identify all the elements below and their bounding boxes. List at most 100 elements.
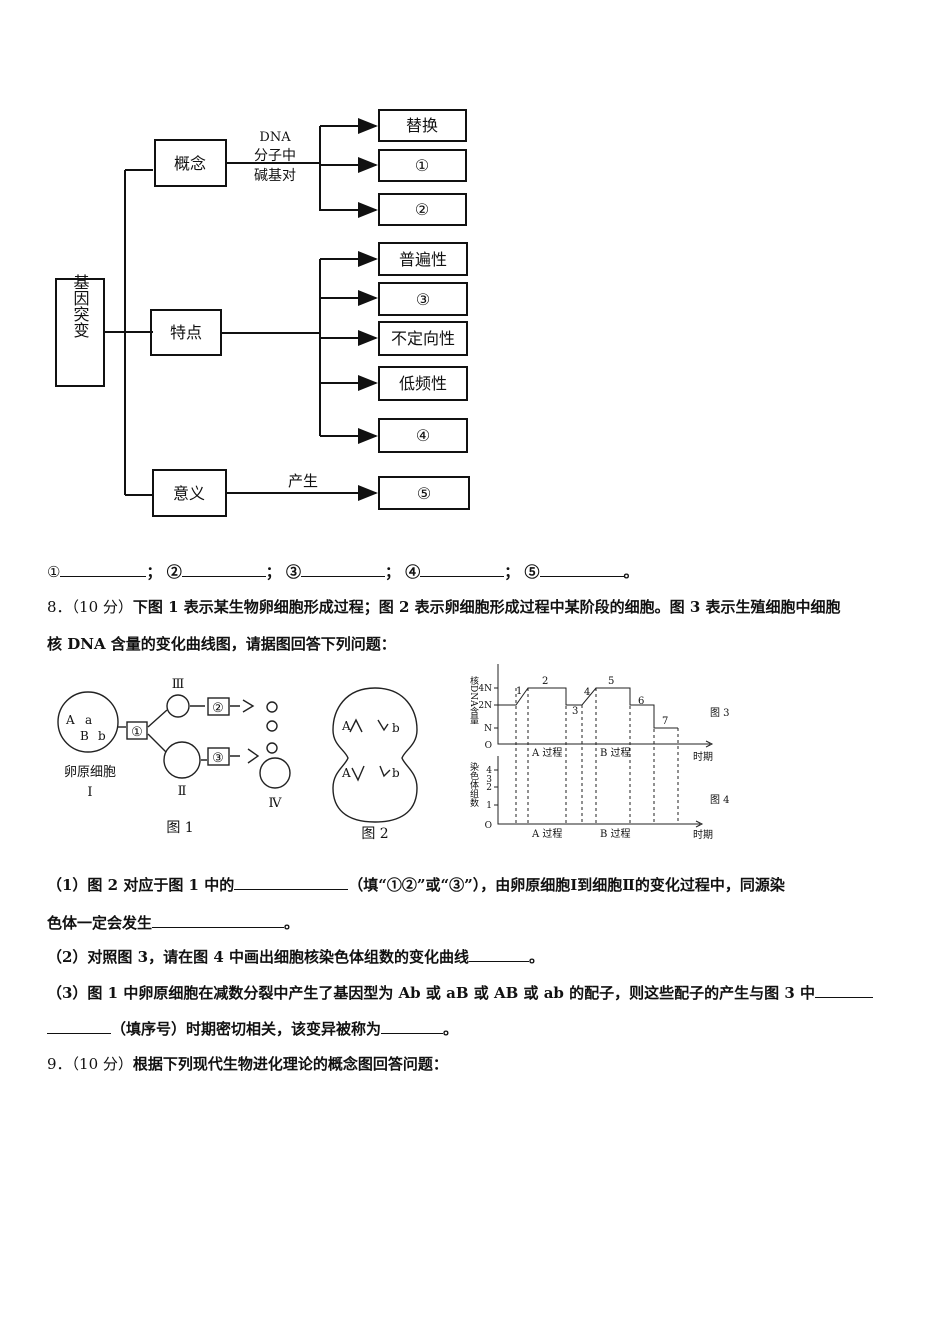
q8-text-2: 核 DNA 含量的变化曲线图，请据图回答下列问题： [47,635,396,653]
fig1-cell-label: 卵原细胞 [64,765,116,780]
feature-label: 特点 [170,323,202,342]
answer-sep-3: ； [384,563,400,581]
answer-blank-4[interactable] [420,562,505,577]
q8-sub2-end: 。 [528,948,544,966]
fig3-ytick-O: O [485,741,492,751]
fig3-seg-4: 4 [584,687,590,698]
fig3-ytick-2N: 2N [478,701,492,711]
q9-line: 9．（10 分）根据下列现代生物进化理论的概念图回答问题： [47,1053,448,1074]
gene-mutation-concept-map: 基因突变 概念 DNA 分子中 碱基对 替换 ① ② 特点 普遍性 ③ 不定向性… [55,109,470,517]
q8-sub3-blank-1a[interactable] [815,983,874,998]
q8-line-2: 核 DNA 含量的变化曲线图，请据图回答下列问题： [47,633,396,654]
q8-sub3-end: 。 [443,1020,459,1038]
q8-sub1-blank-1[interactable] [234,875,349,890]
q8-sub2-a: （2）对照图 3，请在图 4 中画出细胞核染色体组数的变化曲线 [47,948,469,966]
fig2-gene-4: b [392,766,400,780]
answer-label-3: ③ [285,563,301,581]
fig1-step-3: ③ [212,751,224,766]
q8-sub3-b: （填序号）时期密切相关，该变异被称为 [111,1020,382,1038]
fig1-caption: 图 1 [166,820,193,836]
fig3-xlabel: 时期 [693,751,713,763]
q8-sub1-end: 。 [284,914,300,932]
fig3-seg-1: 1 [516,686,522,697]
meaning-item: ⑤ [417,484,431,503]
feature-item-1: 普遍性 [399,250,447,269]
q8-sub3-blank-1b[interactable] [47,1019,111,1034]
q8-sub1-line1: （1）图 2 对应于图 1 中的 （填“①②”或“③”），由卵原细胞Ⅰ到细胞Ⅱ的变… [47,874,785,895]
q8-sub2-line: （2）对照图 3，请在图 4 中画出细胞核染色体组数的变化曲线 。 [47,946,544,967]
fig3-dna-curve [498,687,678,729]
answer-label-2: ② [166,563,182,581]
fig2-gene-3: A [341,766,351,780]
fig1-gene-A: A [65,713,75,727]
answer-sep-5: 。 [623,563,639,581]
meaning-arrow-label: 产生 [288,472,318,490]
feature-item-2: ③ [416,290,430,309]
q8-sub3-line2: （填序号）时期密切相关，该变异被称为 。 [47,1018,458,1039]
fig1-gene-B: B [80,729,89,743]
q8-sub1-blank-2[interactable] [152,913,285,928]
answer-blank-1[interactable] [60,562,147,577]
concept-item-1: 替换 [406,116,438,135]
q9-number: 9． [47,1055,72,1073]
q8-sub3-blank-2[interactable] [381,1019,444,1034]
fig1-gene-a: a [85,713,92,727]
answer-sep-2: ； [265,563,281,581]
fig1-gene-b: b [98,729,106,743]
fig3-process-A: A 过程 [531,746,562,759]
q8-sub1-a: （1）图 2 对应于图 1 中的 [47,876,235,894]
fig3-process-B: B 过程 [600,746,631,759]
dna-note-2: 分子中 [254,148,296,164]
fig4-ylabel: 染色体组数 [468,761,479,808]
fig4-ytick-1: 1 [486,801,492,811]
figure-1: A a B b ① ② ③ Ⅲ Ⅱ Ⅳ 卵原细胞 Ⅰ 图 1 [57,677,291,836]
fig2-caption: 图 2 [361,826,388,842]
fig4-ytick-3: 3 [486,775,492,785]
fig1-roman-IV: Ⅳ [269,796,283,811]
fig3-seg-6: 6 [638,696,644,707]
answer-label-1: ① [47,563,61,581]
fig1-roman-II: Ⅱ [178,784,187,799]
fig3-caption: 图 3 [710,707,730,719]
fig3-seg-3: 3 [572,706,578,717]
dna-note-3: 碱基对 [254,167,296,184]
figures-3-4: 核DNA含量 4N 2N N O 1 2 3 4 5 6 7 A 过程 B 过程… [468,664,730,841]
fig3-seg-7: 7 [662,716,668,727]
fig3-ytick-4N: 4N [478,684,492,694]
dna-note-1: DNA [259,130,291,145]
fig3-seg-5: 5 [608,676,614,687]
fig1-step-2: ② [212,701,224,716]
q8-sub3-a: （3）图 1 中卵原细胞在减数分裂中产生了基因型为 Ab 或 aB 或 AB 或… [47,984,816,1002]
fig2-gene-1: A [341,719,351,733]
fig4-ytick-O: O [485,821,492,831]
feature-item-5: ④ [416,426,430,445]
feature-item-4: 低频性 [399,374,447,393]
answer-blank-3[interactable] [300,562,385,577]
concept-item-2: ① [415,156,429,175]
fig3-seg-2: 2 [542,676,548,687]
q8-sub1-b: （填“①②”或“③”），由卵原细胞Ⅰ到细胞Ⅱ的变化过程中，同源染 [348,876,785,894]
q8-number: 8． [47,598,72,616]
figure-2: A b A b 图 2 [332,687,418,842]
q8-score: （10 分） [71,598,133,616]
answer-blank-5[interactable] [539,562,624,577]
q8-sub2-blank[interactable] [468,947,529,962]
fig4-ytick-4: 4 [486,766,492,776]
answer-sep-4: ； [504,563,520,581]
q8-sub1-c: 色体一定会发生 [47,914,153,932]
fig4-process-A: A 过程 [531,827,562,840]
q9-text: 根据下列现代生物进化理论的概念图回答问题： [132,1055,448,1073]
concept-item-3: ② [415,200,429,219]
q8-text-1: 下图 1 表示某生物卵细胞形成过程；图 2 表示卵细胞形成过程中某阶段的细胞。图… [132,598,841,616]
fig1-step-1: ① [131,725,143,740]
fig1-cell-roman: Ⅰ [87,785,92,800]
fig4-caption: 图 4 [710,794,730,806]
fig4-xlabel: 时期 [693,829,713,841]
answer-blank-2[interactable] [181,562,266,577]
fig3-ylabel: 核DNA含量 [468,675,479,725]
fig4-ytick-2: 2 [486,783,492,793]
answer-label-5: ⑤ [524,563,540,581]
concept-label: 概念 [174,154,206,173]
q8-sub3-line1: （3）图 1 中卵原细胞在减数分裂中产生了基因型为 Ab 或 aB 或 AB 或… [47,982,874,1003]
fig3-ytick-N: N [484,724,492,734]
